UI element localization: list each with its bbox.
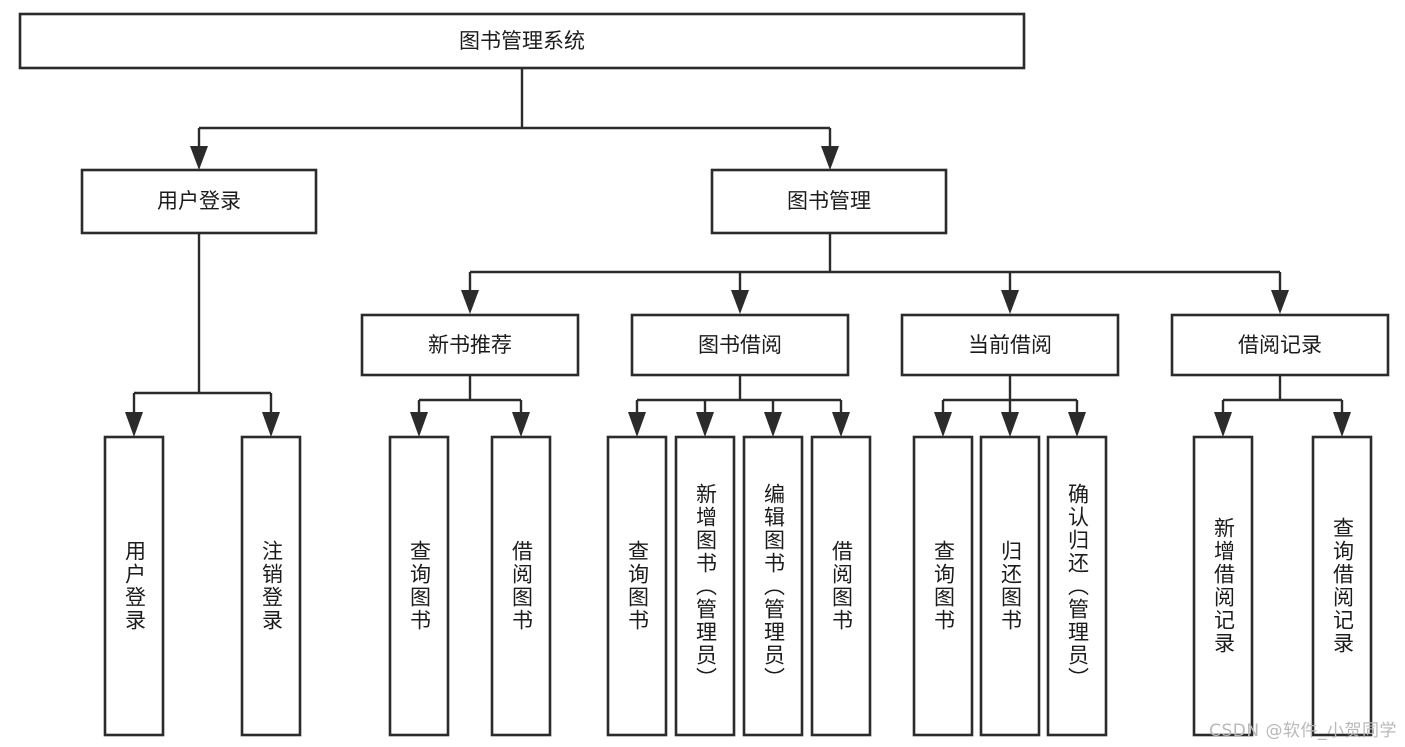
arrow-head-icon — [1333, 412, 1351, 437]
connector-group-borrow-record — [1214, 375, 1351, 437]
node-box-leaf-1[interactable] — [240, 435, 302, 737]
arrow-head-icon — [1001, 290, 1019, 314]
node-box-leaf-6[interactable] — [742, 435, 804, 737]
arrow-head-icon — [1001, 412, 1019, 437]
node-box-borrow-record[interactable] — [1170, 313, 1390, 377]
node-label-new-book-recommend: 新书推荐 — [428, 333, 512, 357]
arrow-head-icon — [512, 412, 530, 437]
node-box-leaf-12[interactable] — [1311, 435, 1373, 737]
node-box-leaf-3[interactable] — [490, 435, 552, 737]
connector-group-root — [190, 68, 839, 170]
node-box-book-borrow[interactable] — [630, 313, 850, 377]
arrow-head-icon — [696, 412, 714, 437]
connector-group-new-book — [410, 375, 530, 437]
arrow-head-icon — [764, 412, 782, 437]
arrow-head-icon — [190, 146, 208, 170]
node-box-leaf-8[interactable] — [912, 435, 974, 737]
arrow-head-icon — [410, 412, 428, 437]
node-box-leaf-11[interactable] — [1192, 435, 1254, 737]
node-label-root: 图书管理系统 — [459, 29, 585, 53]
node-box-current-borrow[interactable] — [900, 313, 1120, 377]
arrow-head-icon — [125, 412, 143, 437]
connector-group-book-borrow — [628, 375, 850, 437]
arrow-head-icon — [461, 290, 479, 314]
node-box-root[interactable] — [18, 12, 1026, 70]
node-box-leaf-5[interactable] — [674, 435, 736, 737]
arrow-head-icon — [821, 146, 839, 170]
node-label-current-borrow: 当前借阅 — [968, 333, 1052, 357]
node-box-leaf-4[interactable] — [606, 435, 668, 737]
node-label-book-manage: 图书管理 — [787, 189, 871, 213]
node-box-new-book-recommend[interactable] — [360, 313, 580, 377]
node-box-leaf-10[interactable] — [1046, 435, 1108, 737]
node-box-leaf-0[interactable] — [103, 435, 165, 737]
connector-group-current-borrow — [934, 375, 1086, 437]
connector-group-user-login — [125, 233, 280, 437]
node-box-leaf-9[interactable] — [979, 435, 1041, 737]
arrow-head-icon — [628, 412, 646, 437]
connector-group-book-manage — [461, 233, 1289, 314]
arrow-head-icon — [1271, 290, 1289, 314]
node-box-leaf-2[interactable] — [388, 435, 450, 737]
csdn-watermark: CSDN @软件_小贺同学 — [1209, 721, 1397, 741]
node-label-book-borrow: 图书借阅 — [698, 333, 782, 357]
arrow-head-icon — [1214, 412, 1232, 437]
node-box-book-manage[interactable] — [710, 168, 948, 235]
node-box-user-login[interactable] — [80, 168, 318, 235]
arrow-head-icon — [832, 412, 850, 437]
arrow-head-icon — [731, 290, 749, 314]
node-label-user-login: 用户登录 — [157, 189, 241, 213]
node-box-leaf-7[interactable] — [810, 435, 872, 737]
node-label-borrow-record: 借阅记录 — [1238, 333, 1322, 357]
arrow-head-icon — [934, 412, 952, 437]
arrow-head-icon — [262, 412, 280, 437]
arrow-head-icon — [1068, 412, 1086, 437]
